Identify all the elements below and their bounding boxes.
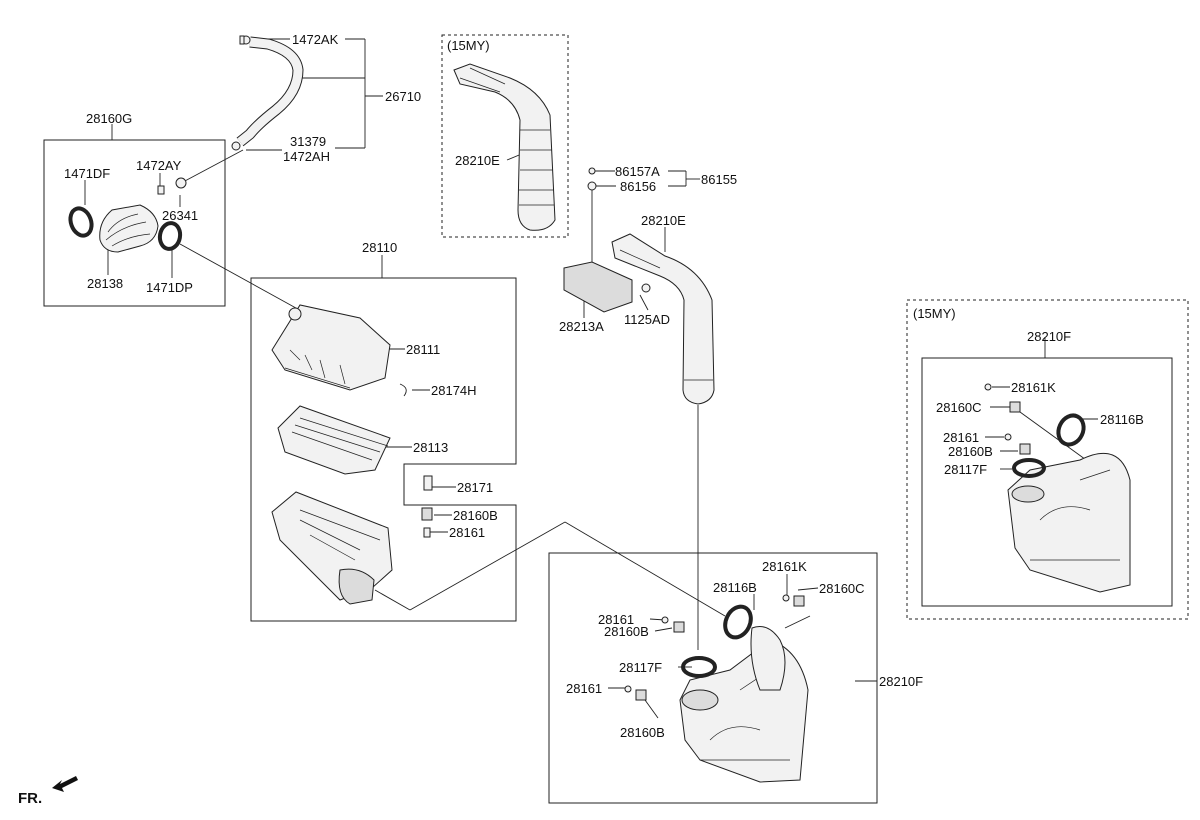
- box-28110: [250, 277, 517, 622]
- part-label-28116B: 28116B: [713, 580, 757, 595]
- part-label-28138: 28138: [87, 276, 123, 291]
- resonator-drawing: [624, 594, 809, 783]
- part-label-28117F: 28117F: [619, 660, 662, 675]
- variant-label-15my-tube: (15MY): [447, 38, 490, 53]
- part-label-28160B-15my: 28160B: [948, 444, 993, 459]
- part-label-28171: 28171: [457, 480, 493, 495]
- part-label-28160C-15my: 28160C: [936, 400, 982, 415]
- front-direction-label: FR.: [18, 790, 42, 807]
- box-15my-duct: [906, 299, 1189, 620]
- part-label-28210F: 28210F: [879, 674, 923, 689]
- part-label-26710: 26710: [385, 89, 421, 104]
- part-label-1471DF: 1471DF: [64, 166, 110, 181]
- part-label-86155: 86155: [701, 172, 737, 187]
- part-label-28160B-lower: 28160B: [620, 725, 665, 740]
- part-label-28161K: 28161K: [762, 559, 807, 574]
- part-label-28160B-box: 28160B: [453, 508, 498, 523]
- part-label-1125AD: 1125AD: [624, 312, 670, 327]
- box-28210F-15my: [921, 357, 1173, 607]
- resonator-tube-15my-drawing: [453, 63, 556, 231]
- part-label-26341: 26341: [162, 208, 198, 223]
- part-label-1472AY: 1472AY: [136, 158, 182, 173]
- breather-hose-drawing: [231, 35, 304, 151]
- part-label-28116B-15my: 28116B: [1100, 412, 1144, 427]
- part-label-28161K-15my: 28161K: [1011, 380, 1056, 395]
- part-label-28210F-15my: 28210F: [1027, 329, 1071, 344]
- part-label-28161-lower: 28161: [566, 681, 602, 696]
- part-label-28113: 28113: [413, 440, 448, 455]
- box-28160G: [43, 139, 226, 307]
- part-label-28210E: 28210E: [641, 213, 686, 228]
- part-label-28213A: 28213A: [559, 319, 604, 334]
- box-28210F: [548, 552, 878, 804]
- front-arrow-icon: [52, 776, 78, 792]
- part-label-28110: 28110: [362, 240, 397, 255]
- part-label-28160G: 28160G: [86, 111, 132, 126]
- part-label-86157A: 86157A: [615, 164, 660, 179]
- part-label-28174H: 28174H: [431, 383, 477, 398]
- box-15my-tube: [441, 34, 569, 238]
- air-cleaner-drawing: [271, 304, 433, 605]
- part-label-31379: 31379: [290, 134, 326, 149]
- part-label-1471DP: 1471DP: [146, 280, 193, 295]
- part-label-1472AH: 1472AH: [283, 149, 330, 164]
- air-hose-group-drawing: [68, 177, 187, 253]
- part-label-28160B-upper: 28160B: [604, 624, 649, 639]
- intake-duct-drawing: [563, 167, 715, 405]
- resonator-15my-drawing: [984, 383, 1131, 593]
- part-label-28111: 28111: [406, 342, 440, 357]
- part-label-28117F-15my: 28117F: [944, 462, 987, 477]
- part-label-28161-box: 28161: [449, 525, 485, 540]
- part-label-86156: 86156: [620, 179, 656, 194]
- part-label-1472AK: 1472AK: [292, 32, 339, 47]
- leader-lines: [84, 38, 1101, 719]
- variant-label-15my-duct: (15MY): [913, 306, 956, 321]
- part-label-28210E-15my: 28210E: [455, 153, 500, 168]
- part-label-28161-15my: 28161: [943, 430, 979, 445]
- part-label-28161-upper: 28161: [598, 612, 634, 627]
- part-label-28160C: 28160C: [819, 581, 865, 596]
